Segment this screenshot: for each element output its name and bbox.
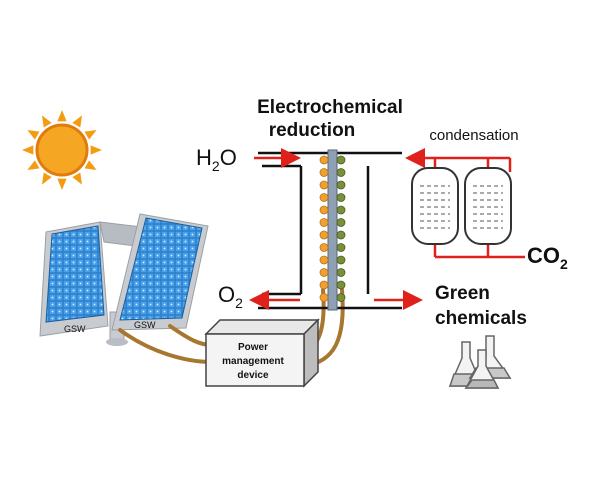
power-management-device: Power management device: [204, 318, 320, 388]
membrane: [327, 149, 338, 311]
products-label-line2: chemicals: [435, 308, 527, 329]
electrode-particle: [319, 168, 329, 177]
electrode-particle: [319, 293, 329, 302]
electrode-particle: [319, 180, 329, 190]
electrode-particle: [336, 205, 346, 215]
water-input-label: H2O: [196, 145, 237, 174]
electrode-particle: [319, 205, 329, 215]
svg-text:CO2: CO2: [527, 243, 568, 272]
electrode-particle: [336, 255, 346, 265]
device-label-line2: management: [222, 356, 284, 367]
solar-panel-left: GSW: [39, 221, 109, 337]
solar-panel-icon: GSW GSW: [39, 213, 209, 346]
device-label-line3: device: [237, 370, 269, 381]
solar-panel-right: GSW: [111, 213, 209, 331]
svg-text:O2: O2: [218, 282, 243, 311]
electrode-particle: [336, 243, 346, 252]
reactor-title-line1: Electrochemical: [257, 97, 403, 118]
electrode-particle: [319, 193, 329, 202]
electrode-particle: [319, 230, 329, 240]
electrode-particle: [336, 218, 346, 227]
electrode-particle: [336, 193, 346, 202]
electrode-particle: [336, 268, 346, 277]
flask-icon: [448, 335, 512, 389]
panel-brand-left: GSW: [64, 324, 86, 334]
electrode-particle: [319, 243, 329, 252]
reactor-title-line2: reduction: [269, 120, 356, 141]
electrode-particle: [336, 168, 346, 177]
electrode-particle: [319, 255, 329, 265]
electrode-particle: [336, 180, 346, 190]
sun-icon: [22, 110, 102, 190]
svg-text:H2O: H2O: [196, 145, 237, 174]
condensation-label: condensation: [429, 127, 518, 144]
electrode-particle: [319, 155, 329, 165]
electrode-particle: [336, 293, 346, 302]
tank-icon: [464, 167, 512, 245]
electrode-particle: [319, 218, 329, 227]
electrode-particle: [319, 268, 329, 277]
electrode-particles: [319, 155, 346, 302]
tank-icon: [411, 167, 459, 245]
electrode-particle: [336, 230, 346, 240]
electrode-particle: [336, 155, 346, 165]
electrode-particle: [336, 280, 346, 290]
products-label-line1: Green: [435, 283, 490, 304]
panel-brand-right: GSW: [134, 320, 156, 330]
co2-input-label: CO2: [527, 243, 568, 272]
electrode-particle: [319, 280, 329, 290]
device-label-line1: Power: [238, 342, 268, 353]
oxygen-output-label: O2: [218, 282, 243, 311]
